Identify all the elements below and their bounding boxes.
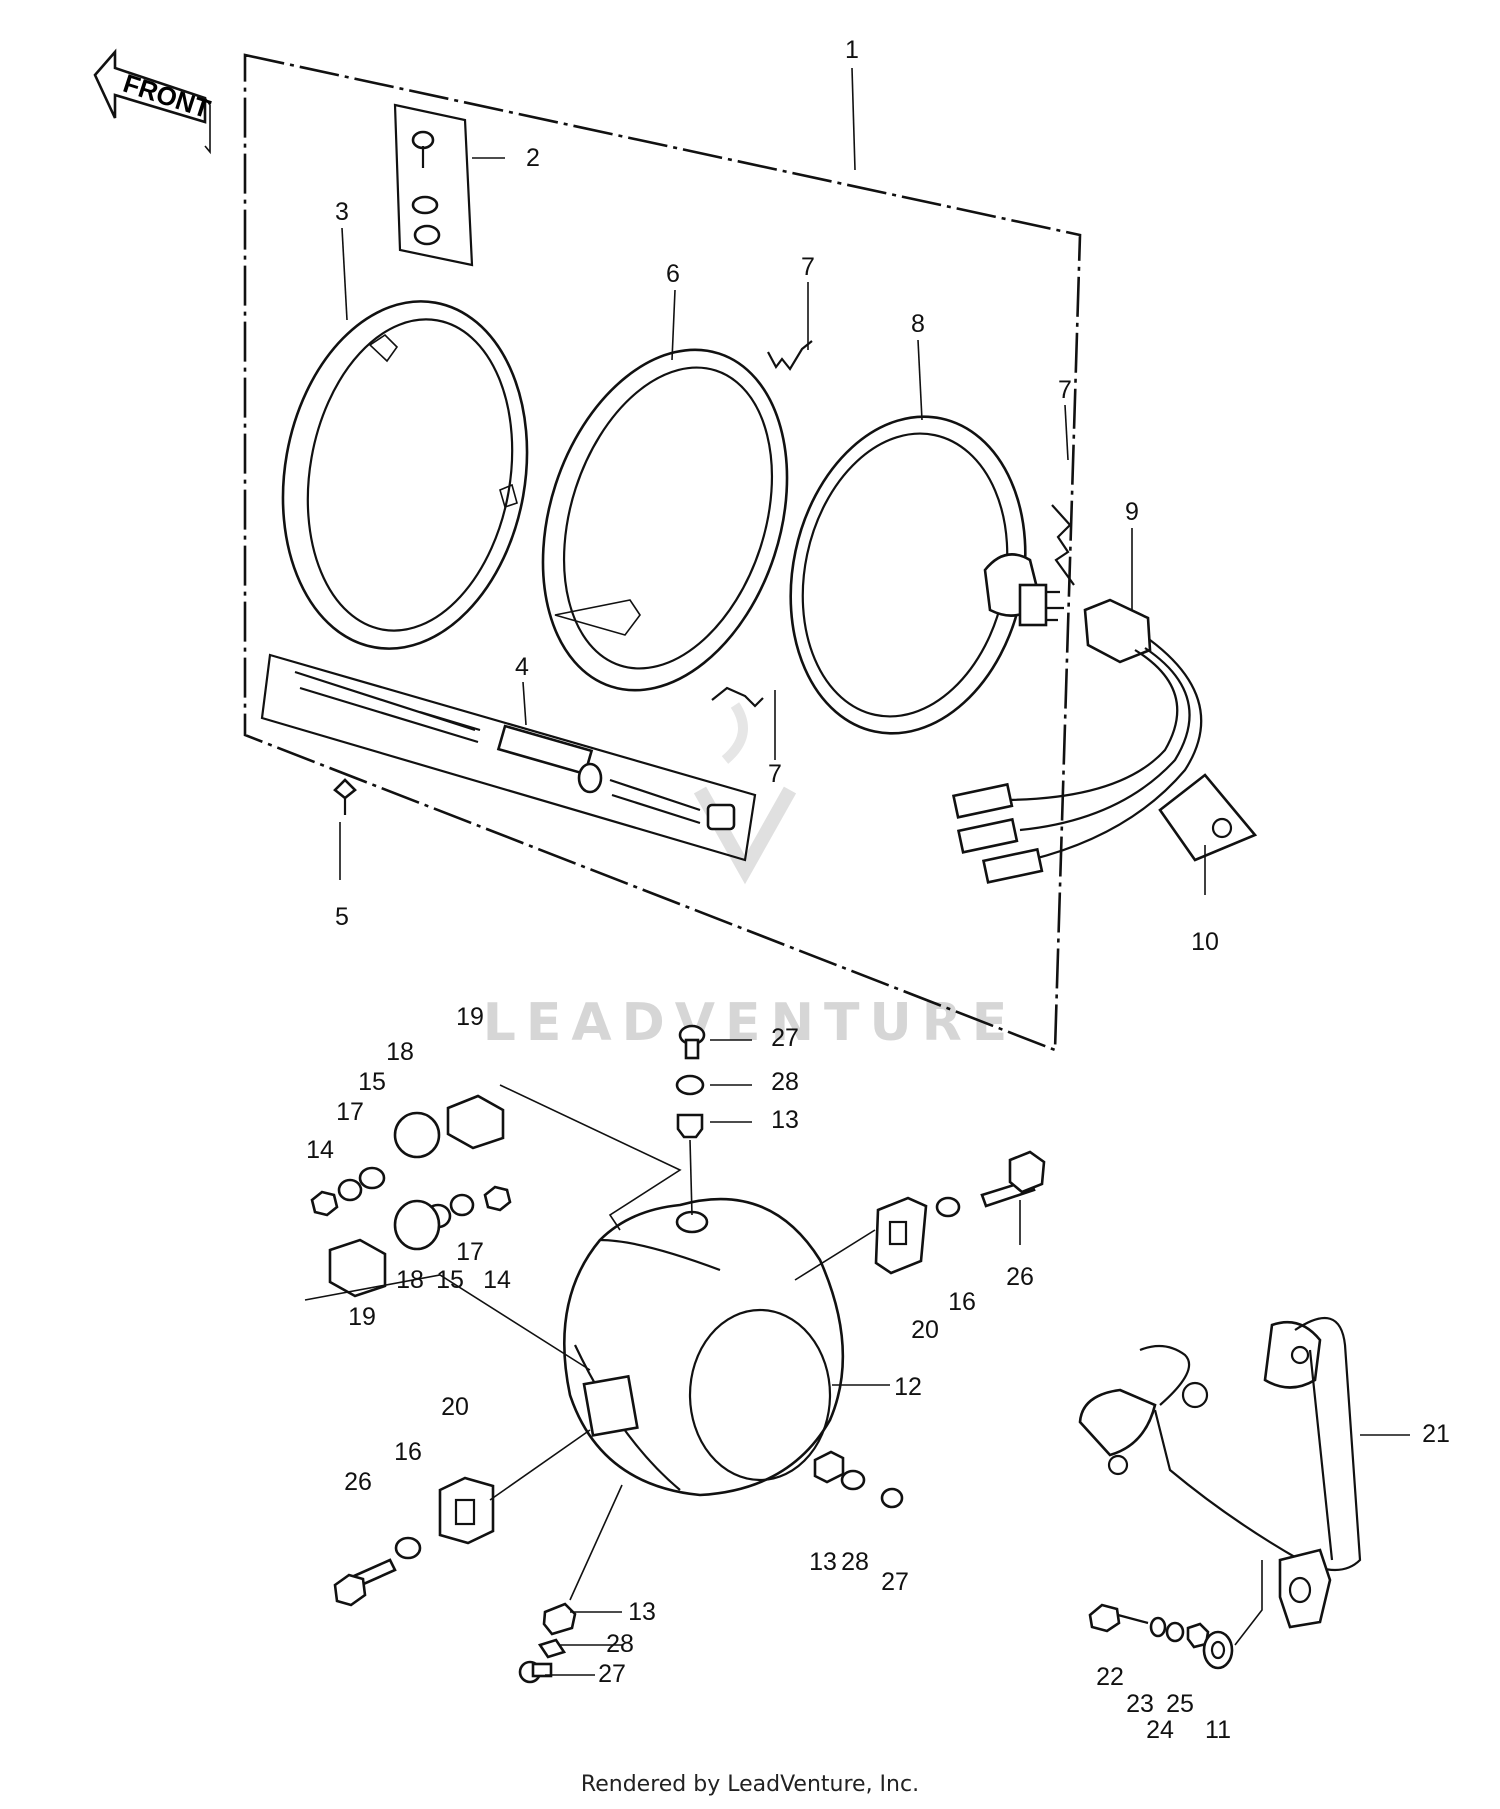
callout-2: 2 bbox=[526, 144, 540, 172]
callout-17a: 17 bbox=[336, 1098, 364, 1126]
assembly-panel bbox=[243, 53, 1082, 1052]
callout-10: 10 bbox=[1191, 928, 1219, 956]
callout-7b: 7 bbox=[1058, 376, 1072, 404]
callout-18a: 18 bbox=[386, 1038, 414, 1066]
part-5-screw bbox=[333, 778, 357, 880]
leadventure-watermark: LEADVENTURE bbox=[483, 702, 1018, 1053]
callout-1: 1 bbox=[845, 36, 859, 64]
callout-7a: 7 bbox=[801, 253, 815, 281]
hardware-lower-left bbox=[333, 1429, 591, 1607]
callout-24: 24 bbox=[1146, 1716, 1174, 1744]
part-3-rim bbox=[281, 300, 529, 650]
callout-4: 4 bbox=[515, 653, 529, 681]
callout-18b: 18 bbox=[396, 1266, 424, 1294]
callout-25: 25 bbox=[1166, 1690, 1194, 1718]
footer-credit: Rendered by LeadVenture, Inc. bbox=[580, 1772, 920, 1797]
callout-22: 22 bbox=[1096, 1663, 1124, 1691]
callout-21: 21 bbox=[1422, 1420, 1450, 1448]
callout-16b: 16 bbox=[394, 1438, 422, 1466]
callout-15b: 15 bbox=[436, 1266, 464, 1294]
callout-14b: 14 bbox=[483, 1266, 511, 1294]
callout-28a: 28 bbox=[771, 1068, 799, 1096]
callout-27c: 27 bbox=[598, 1660, 626, 1688]
callout-27b: 27 bbox=[881, 1568, 909, 1596]
part-6-inner-ring bbox=[541, 348, 789, 692]
watermark-text: LEADVENTURE bbox=[483, 993, 1018, 1053]
front-arrow-icon: FRONT bbox=[93, 48, 215, 155]
callout-11: 11 bbox=[1205, 1716, 1231, 1744]
callout-28b: 28 bbox=[841, 1548, 869, 1576]
callout-20a: 20 bbox=[911, 1316, 939, 1344]
part-4-bolt-kit bbox=[260, 653, 757, 862]
callout-27a: 27 bbox=[771, 1024, 799, 1052]
callout-14a: 14 bbox=[306, 1136, 334, 1164]
callout-9: 9 bbox=[1125, 498, 1139, 526]
hardware-upper-left bbox=[304, 1084, 682, 1371]
leader-lines bbox=[341, 67, 1410, 1676]
part-21-bracket bbox=[1078, 1316, 1362, 1629]
callout-26b: 26 bbox=[344, 1468, 372, 1496]
callout-13b: 13 bbox=[809, 1548, 837, 1576]
callout-15a: 15 bbox=[358, 1068, 386, 1096]
callout-26a: 26 bbox=[1006, 1263, 1034, 1291]
callout-13c: 13 bbox=[628, 1598, 656, 1626]
callout-16a: 16 bbox=[948, 1288, 976, 1316]
callout-13a: 13 bbox=[771, 1106, 799, 1134]
callout-8: 8 bbox=[911, 310, 925, 338]
callout-12: 12 bbox=[894, 1373, 922, 1401]
callout-19a: 19 bbox=[456, 1003, 484, 1031]
callout-19b: 19 bbox=[348, 1303, 376, 1331]
part-9-socket bbox=[951, 598, 1203, 884]
callout-7c: 7 bbox=[768, 760, 782, 788]
callout-17b: 17 bbox=[456, 1238, 484, 1266]
front-label: FRONT bbox=[120, 68, 215, 124]
hardware-lower-fasteners bbox=[518, 1450, 904, 1684]
part-7-springs bbox=[711, 340, 1075, 708]
hardware-right bbox=[794, 1150, 1046, 1281]
part-10-grommet bbox=[1158, 773, 1258, 862]
callout-labels: 1 2 3 4 5 6 7 7 7 8 9 10 11 12 13 13 13 … bbox=[306, 36, 1450, 1744]
callout-28c: 28 bbox=[606, 1630, 634, 1658]
callout-20b: 20 bbox=[441, 1393, 469, 1421]
callout-3: 3 bbox=[335, 198, 349, 226]
part-8-sealed-beam bbox=[789, 415, 1064, 735]
callout-23: 23 bbox=[1126, 1690, 1154, 1718]
hardware-bracket-fasteners bbox=[1088, 1560, 1263, 1670]
hardware-top-fasteners bbox=[675, 1024, 706, 1216]
part-2-bolt-set bbox=[393, 103, 474, 267]
callout-5: 5 bbox=[335, 903, 349, 931]
callout-6: 6 bbox=[666, 260, 680, 288]
part-12-housing bbox=[562, 1197, 845, 1497]
